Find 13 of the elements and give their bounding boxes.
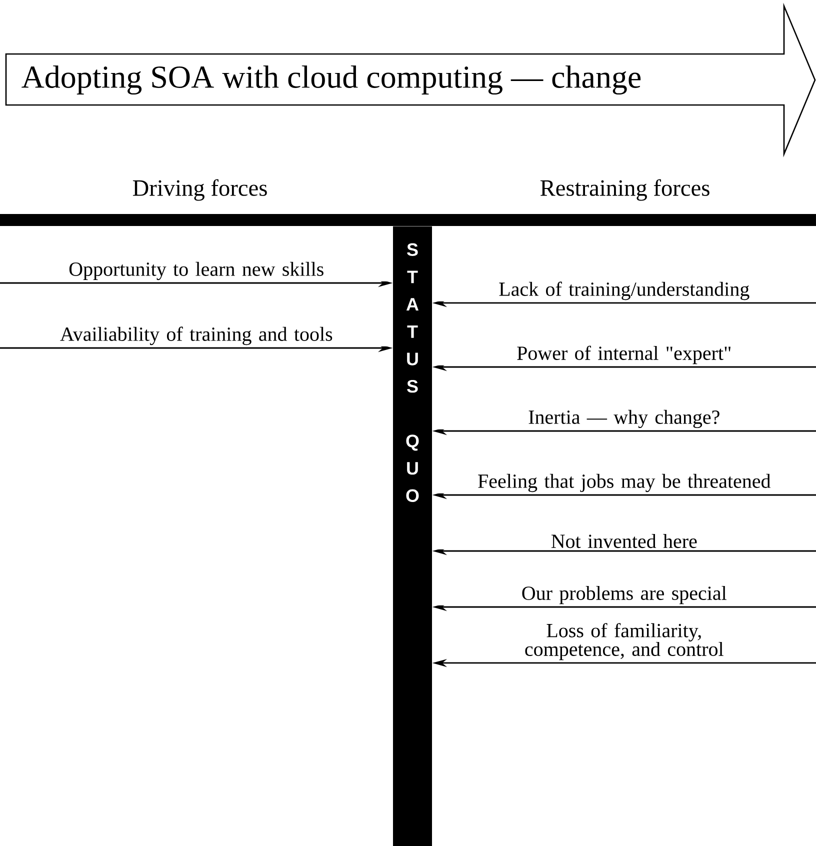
edge-label: Loss of familiarity, competence, and control [525, 623, 724, 660]
edge-label: Inertia — why change? [528, 410, 720, 428]
edge-label: Lack of training/understanding [499, 282, 750, 300]
column-heading: Restraining forces [540, 179, 710, 201]
node-label: STATUS QUO [406, 243, 419, 502]
arrow-banner: Adopting SOA with cloud computing — change [5, 2, 816, 158]
edge-label: Not invented here [551, 534, 697, 548]
edge-label: Opportunity to learn new skills [69, 262, 324, 280]
column-heading: Driving forces [132, 179, 267, 201]
edge-label: Our problems are special [522, 586, 726, 604]
edge-label: Availiability of training and tools [60, 326, 332, 346]
edge-label: Feeling that jobs may be threatened [478, 474, 771, 492]
edge-label: Power of internal "expert" [517, 346, 730, 364]
